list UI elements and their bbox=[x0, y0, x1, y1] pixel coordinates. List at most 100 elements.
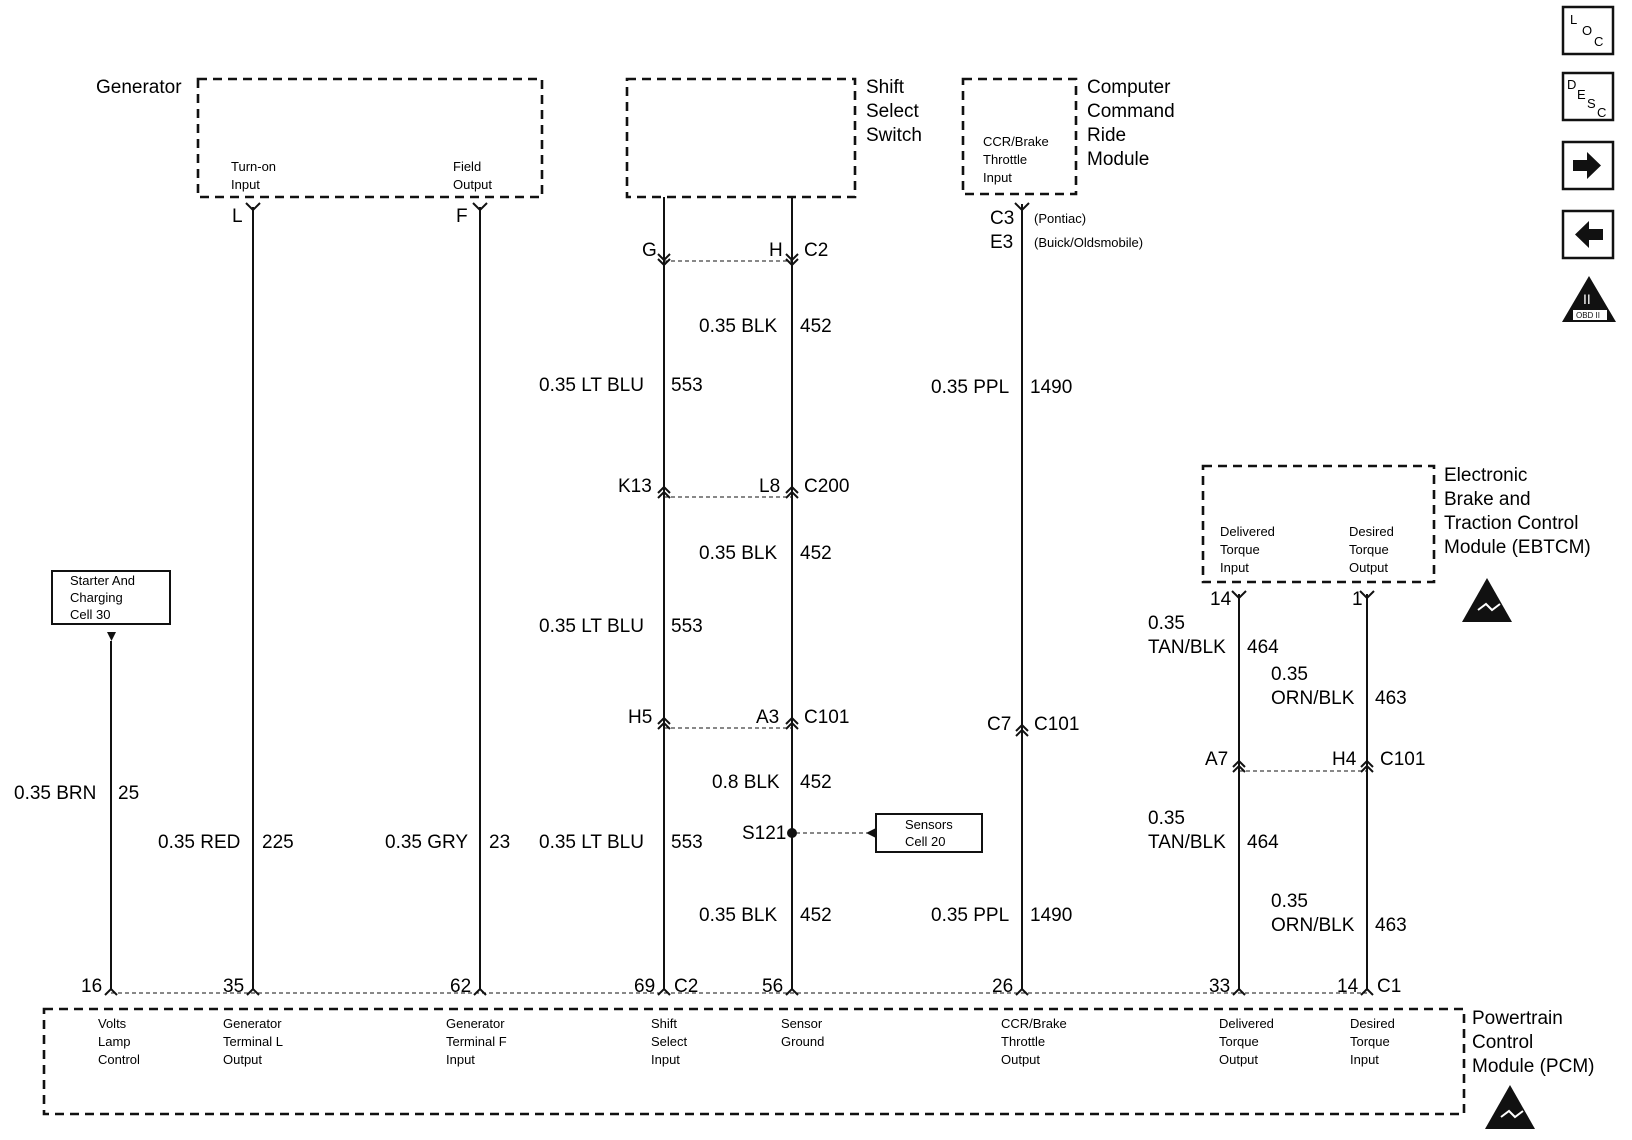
generator-pin-l-label-1: Turn-on bbox=[231, 159, 276, 174]
pcm-pin-35: 35 bbox=[223, 976, 244, 997]
ccr-pin-e3: E3 bbox=[990, 232, 1013, 253]
splice-s121 bbox=[787, 828, 797, 838]
ccr-pontiac-note: (Pontiac) bbox=[1034, 211, 1086, 226]
wire-orn1-circuit: 463 bbox=[1375, 688, 1407, 709]
conn-a7: A7 bbox=[1205, 749, 1228, 770]
starter-ref-2: Charging bbox=[70, 590, 123, 605]
shift-select-switch-box bbox=[625, 77, 857, 199]
generator-title: Generator bbox=[96, 77, 182, 98]
esd-symbol-icon bbox=[1462, 578, 1512, 622]
obd-warning-icon: II OBD II bbox=[1562, 276, 1616, 322]
pcm-label-volts-3: Control bbox=[98, 1052, 140, 1067]
pcm-label-desired-2: Torque bbox=[1350, 1034, 1390, 1049]
wire-ltblu2-color: 0.35 LT BLU bbox=[539, 616, 644, 637]
sensors-ref-box[interactable] bbox=[875, 813, 983, 853]
wire-orn1-gauge: 0.35 bbox=[1271, 664, 1308, 685]
svg-text:S: S bbox=[1587, 96, 1596, 111]
pcm-label-genl-3: Output bbox=[223, 1052, 262, 1067]
pcm-label-delivered-3: Output bbox=[1219, 1052, 1258, 1067]
esd-symbol-icon bbox=[1485, 1085, 1535, 1129]
pcm-label-genf-3: Input bbox=[446, 1052, 475, 1067]
prev-page-button[interactable] bbox=[1561, 209, 1615, 260]
loc-button[interactable]: L O C bbox=[1561, 5, 1615, 56]
wire-brn-color: 0.35 BRN bbox=[14, 783, 96, 804]
gen-pin-l: L bbox=[232, 206, 243, 227]
svg-text:II: II bbox=[1583, 291, 1591, 307]
svg-text:C: C bbox=[1594, 34, 1603, 49]
shift-title-2: Select bbox=[866, 101, 920, 122]
ccr-pin-label-1: CCR/Brake bbox=[983, 134, 1049, 149]
desc-button[interactable]: D E S C bbox=[1561, 71, 1615, 122]
ebtcm-pin2-label-3: Output bbox=[1349, 560, 1388, 575]
wire-gry-color: 0.35 GRY bbox=[385, 832, 468, 853]
ccr-pin-label-3: Input bbox=[983, 170, 1012, 185]
ebtcm-pin1-label-2: Torque bbox=[1220, 542, 1260, 557]
conn-c101-b: C101 bbox=[1034, 714, 1079, 735]
pcm-pin-33: 33 bbox=[1209, 976, 1230, 997]
wire-red-color: 0.35 RED bbox=[158, 832, 240, 853]
conn-c101-c: C101 bbox=[1380, 749, 1425, 770]
ebtcm-pin2-label-2: Torque bbox=[1349, 542, 1389, 557]
pcm-pin-62: 62 bbox=[450, 976, 471, 997]
wire-brn-circuit: 25 bbox=[118, 783, 139, 804]
pcm-title-2: Control bbox=[1472, 1032, 1533, 1053]
ebtcm-pin1-label-1: Delivered bbox=[1220, 524, 1275, 539]
wire-blk2-color: 0.35 BLK bbox=[699, 543, 777, 564]
pcm-label-genf-2: Terminal F bbox=[446, 1034, 507, 1049]
wire-ppl1-color: 0.35 PPL bbox=[931, 377, 1009, 398]
wire-blk3-color: 0.8 BLK bbox=[712, 772, 780, 793]
pcm-label-ground-1: Sensor bbox=[781, 1016, 823, 1031]
wire-ltblu1-circuit: 553 bbox=[671, 375, 703, 396]
generator-pin-l-label-2: Input bbox=[231, 177, 260, 192]
location-icon: L O C bbox=[1570, 12, 1603, 49]
ebtcm-box bbox=[1201, 464, 1436, 584]
pcm-label-desired-1: Desired bbox=[1350, 1016, 1395, 1031]
wire-ppl1-circuit: 1490 bbox=[1030, 377, 1072, 398]
wire-tan2-gauge: 0.35 bbox=[1148, 808, 1185, 829]
ebtcm-pin2-label-1: Desired bbox=[1349, 524, 1394, 539]
wire-orn2-color: ORN/BLK bbox=[1271, 915, 1355, 936]
wire-tan1-color: TAN/BLK bbox=[1148, 637, 1226, 658]
generator-pin-f-label-2: Output bbox=[453, 177, 492, 192]
wire-ppl2-circuit: 1490 bbox=[1030, 905, 1072, 926]
next-page-button[interactable] bbox=[1561, 140, 1615, 191]
wire-blk2-circuit: 452 bbox=[800, 543, 832, 564]
wire-blk4-color: 0.35 BLK bbox=[699, 905, 777, 926]
pcm-label-genl-2: Terminal L bbox=[223, 1034, 283, 1049]
conn-c7: C7 bbox=[987, 714, 1011, 735]
conn-h5: H5 bbox=[628, 707, 652, 728]
shift-title-3: Switch bbox=[866, 125, 922, 146]
svg-text:D: D bbox=[1567, 77, 1576, 92]
pcm-pin-16: 16 bbox=[81, 976, 102, 997]
pcm-label-volts-1: Volts bbox=[98, 1016, 127, 1031]
generator-box bbox=[196, 77, 544, 199]
wire-ltblu3-circuit: 553 bbox=[671, 832, 703, 853]
ccr-title-2: Command bbox=[1087, 101, 1175, 122]
arrow-right-icon bbox=[1573, 152, 1601, 179]
wire-blk3-circuit: 452 bbox=[800, 772, 832, 793]
pcm-label-ccr-3: Output bbox=[1001, 1052, 1040, 1067]
pcm-title-1: Powertrain bbox=[1472, 1008, 1563, 1029]
wire-blk4-circuit: 452 bbox=[800, 905, 832, 926]
obd-ii-button[interactable]: II OBD II bbox=[1562, 276, 1616, 322]
ebtcm-title-1: Electronic bbox=[1444, 465, 1527, 486]
starter-ref-3: Cell 30 bbox=[70, 607, 110, 622]
conn-a3: A3 bbox=[756, 707, 779, 728]
starter-charging-ref-box[interactable] bbox=[51, 570, 171, 625]
pcm-pin-56: 56 bbox=[762, 976, 783, 997]
svg-text:O: O bbox=[1582, 23, 1592, 38]
pcm-label-delivered-2: Torque bbox=[1219, 1034, 1259, 1049]
starter-ref-1: Starter And bbox=[70, 573, 135, 588]
ebtcm-pin1-label-3: Input bbox=[1220, 560, 1249, 575]
ccr-pin-c3: C3 bbox=[990, 208, 1014, 229]
wire-tan2-color: TAN/BLK bbox=[1148, 832, 1226, 853]
ebtcm-title-3: Traction Control bbox=[1444, 513, 1578, 534]
sensors-ref-1: Sensors bbox=[905, 817, 953, 832]
svg-text:L: L bbox=[1570, 12, 1577, 27]
pcm-box bbox=[42, 1007, 1466, 1116]
conn-l8: L8 bbox=[759, 476, 780, 497]
pcm-connector-c2: C2 bbox=[674, 976, 698, 997]
ccr-pin-label-2: Throttle bbox=[983, 152, 1027, 167]
wire-red-circuit: 225 bbox=[262, 832, 294, 853]
